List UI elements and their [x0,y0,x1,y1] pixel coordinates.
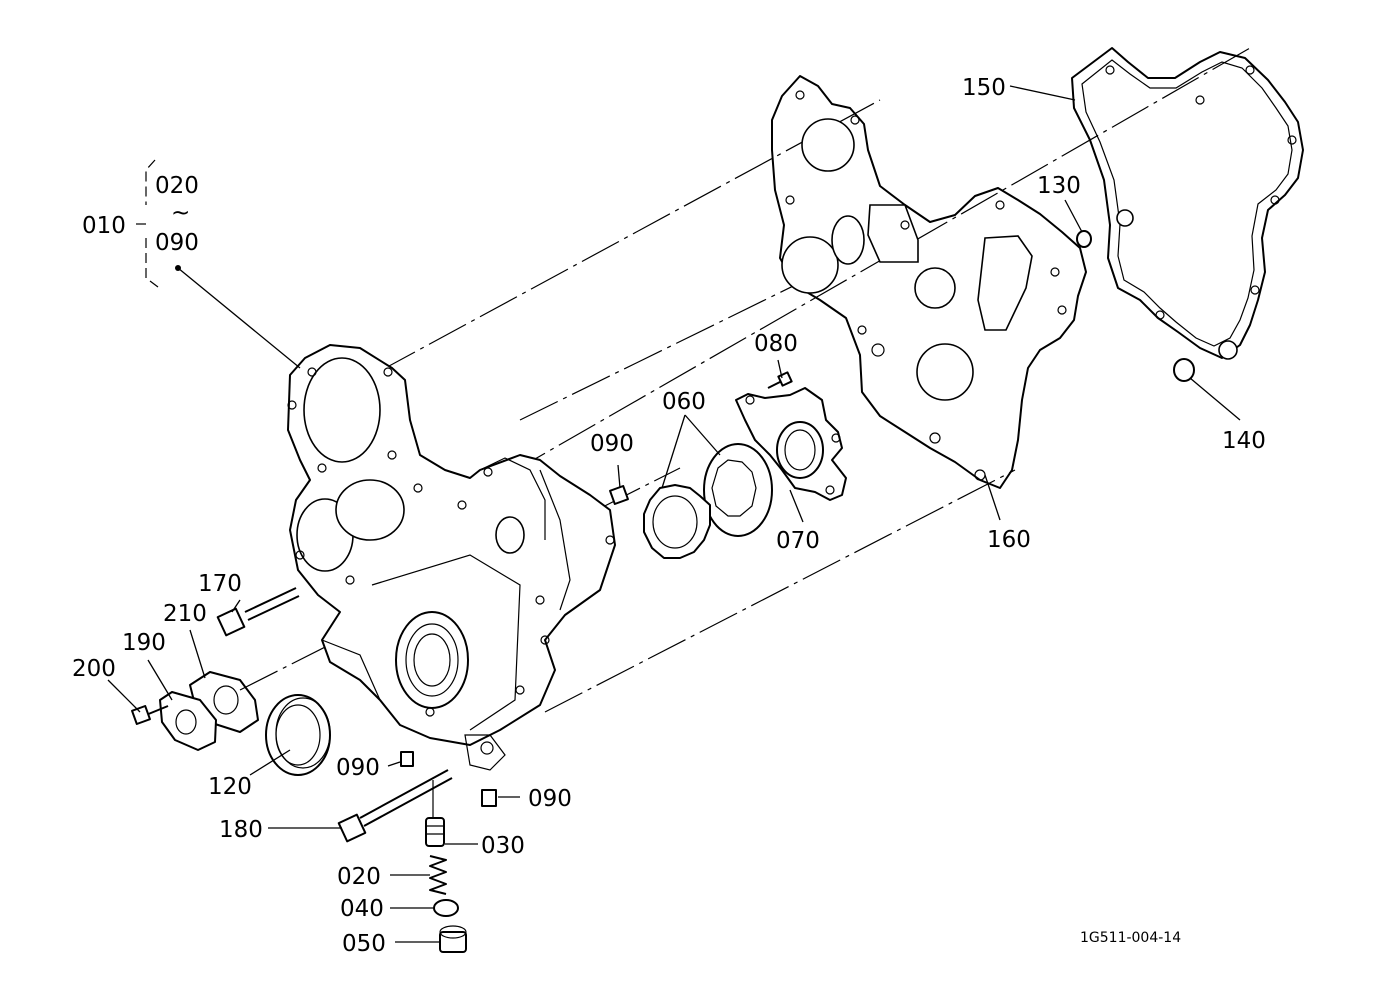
screw-080 [767,371,793,389]
pump-rotor-outer-060 [703,443,773,537]
label-020: 020 [337,864,381,890]
label-070: 070 [776,528,820,554]
oil-seal-120 [265,694,331,776]
relief-valve-030 [425,817,445,847]
label-050: 050 [342,931,386,957]
pump-cover-070 [735,387,847,501]
label-range-tilde: ~ [171,200,190,226]
plug-050 [439,925,467,953]
part-labels: 010 020 ~ 090 150 130 140 160 080 060 09… [72,75,1266,957]
label-090-lower-left: 090 [336,755,380,781]
label-090-upper: 090 [590,431,634,457]
gasket-150 [1071,47,1304,360]
label-080: 080 [754,331,798,357]
label-180: 180 [219,817,263,843]
gear-case-010 [287,344,616,771]
range-bracket-010 [136,159,163,291]
label-210: 210 [163,601,207,627]
label-130: 130 [1037,173,1081,199]
spring-020 [429,855,447,895]
drawing-reference-code: 1G511-004-14 [1080,930,1181,946]
leader-dot-010 [175,265,181,271]
label-120: 120 [208,774,252,800]
screw-200 [131,705,169,725]
label-060: 060 [662,389,706,415]
pump-rotor-inner-060 [643,484,711,559]
plate-160 [771,75,1087,489]
bolt-180 [337,769,453,843]
plug-090-upper [609,485,629,505]
label-040: 040 [340,896,384,922]
label-160: 160 [987,527,1031,553]
label-140: 140 [1222,428,1266,454]
label-030: 030 [481,833,525,859]
o-ring-140 [1173,358,1195,382]
leader-lines [107,85,1241,943]
label-010: 010 [82,213,126,239]
label-170: 170 [198,571,242,597]
label-020-range-start: 020 [155,173,199,199]
label-200: 200 [72,656,116,682]
label-090-range-end: 090 [155,230,199,256]
o-ring-130 [1076,230,1092,248]
washer-040 [433,899,459,917]
label-090-lower-right: 090 [528,786,572,812]
label-150: 150 [962,75,1006,101]
bolt-170 [216,587,300,637]
label-190: 190 [122,630,166,656]
plug-090-lower-right [481,789,497,807]
plug-090-lower-left [400,751,414,767]
flange-190 [159,691,217,751]
